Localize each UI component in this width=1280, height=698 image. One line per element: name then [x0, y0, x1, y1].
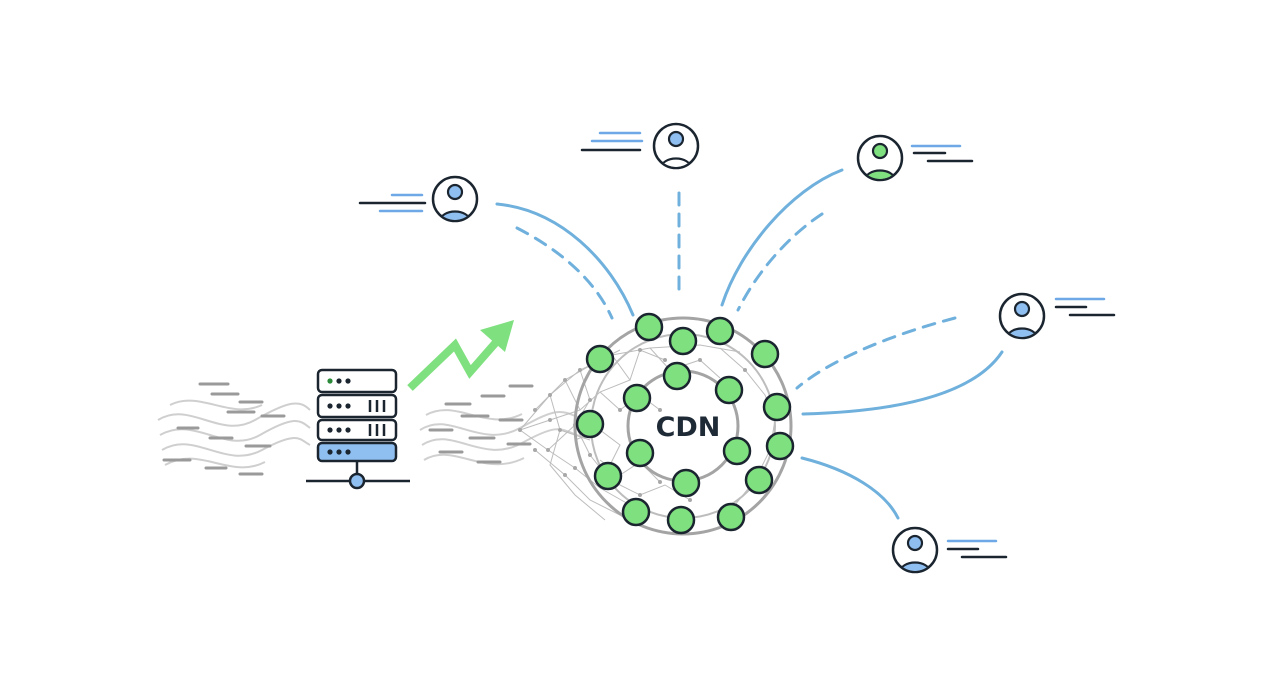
- cdn-node: [575, 409, 605, 439]
- mesh-dots: [518, 348, 757, 502]
- user-2-speed-lines: [580, 131, 644, 152]
- user-5-speed-lines: [946, 539, 1008, 559]
- connection-user-1-solid: [495, 202, 635, 317]
- server-to-cdn-traffic-waves: [419, 409, 586, 466]
- user-4-speed-lines: [1054, 297, 1116, 317]
- origin-server-icon: [306, 368, 410, 490]
- connection-user-3-solid: [720, 168, 844, 307]
- cdn-node: [750, 339, 780, 369]
- cdn-node: [634, 312, 664, 342]
- user-1-speed-lines: [358, 193, 427, 213]
- user-3-speed-lines: [910, 144, 974, 163]
- cdn-node: [671, 468, 701, 498]
- user-avatar-icon: [652, 122, 700, 170]
- cdn-node: [593, 461, 623, 491]
- cdn-node: [714, 375, 744, 405]
- user-avatar-icon: [998, 292, 1046, 340]
- connection-user-1-dashed: [515, 226, 614, 320]
- server-to-cdn-traffic-dashes: [428, 384, 534, 464]
- cdn-node: [666, 505, 696, 535]
- cdn-node: [705, 316, 735, 346]
- cdn-node: [716, 502, 746, 532]
- cdn-node: [722, 436, 752, 466]
- cdn-node: [765, 431, 795, 461]
- connection-user-3-dashed: [736, 212, 824, 312]
- cdn-node: [625, 438, 655, 468]
- cdn-node: [668, 326, 698, 356]
- cdn-node: [744, 465, 774, 495]
- cdn-cluster: CDN: [573, 312, 795, 536]
- cdn-node: [621, 497, 651, 527]
- cdn-node: [762, 392, 792, 422]
- connection-user-4-dashed: [795, 316, 957, 390]
- cdn-edge-nodes: [575, 312, 795, 535]
- connection-user-4-solid: [801, 350, 1004, 416]
- user-avatar-icon: [431, 175, 479, 223]
- growth-arrow-icon: [407, 320, 514, 391]
- user-avatar-icon: [856, 134, 904, 182]
- cdn-node: [585, 344, 615, 374]
- cdn-node: [622, 383, 652, 413]
- origin-traffic-dashes: [162, 382, 286, 476]
- connection-user-5-solid: [800, 456, 900, 520]
- cdn-node: [662, 361, 692, 391]
- user-avatar-icon: [891, 526, 939, 574]
- cdn-label: CDN: [656, 412, 721, 443]
- user-connections: [495, 168, 1004, 520]
